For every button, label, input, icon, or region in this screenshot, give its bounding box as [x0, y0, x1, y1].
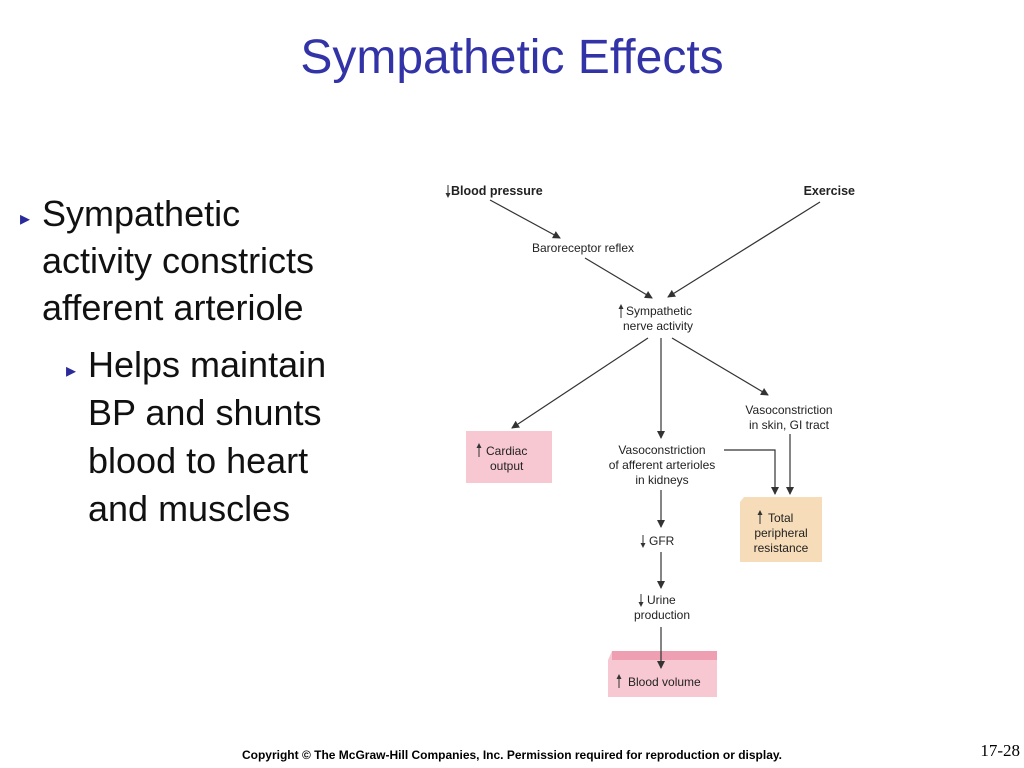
- down-arrow-icon: [445, 185, 451, 198]
- urine-label-2: production: [634, 608, 690, 622]
- vaso-skin-label-2: in skin, GI tract: [749, 418, 830, 432]
- down-arrow-icon: [638, 594, 644, 607]
- sympathetic-nerve-label-1: Sympathetic: [626, 304, 692, 318]
- vaso-kidney-label-2: of afferent arterioles: [609, 458, 716, 472]
- arrow-sympathetic-to-vaso-skin: [671, 337, 769, 396]
- copyright-footer: Copyright © The McGraw-Hill Companies, I…: [241, 748, 783, 762]
- baroreceptor-reflex-label: Baroreceptor reflex: [532, 241, 634, 255]
- blood-volume-label: Blood volume: [628, 675, 701, 689]
- page-number: 17-28: [980, 741, 1020, 760]
- arrow-vaso-kidney-to-tpr: [724, 449, 779, 495]
- cardiac-output-box: [466, 431, 552, 483]
- bullet-sub: ▸ Helps maintain BP and shunts blood to …: [66, 341, 356, 533]
- urine-label-1: Urine: [647, 593, 676, 607]
- bullet-arrow-icon: ▸: [20, 208, 31, 230]
- down-arrow-icon: [640, 535, 646, 548]
- exercise-label: Exercise: [804, 184, 855, 198]
- vaso-kidney-label-3: in kidneys: [635, 473, 688, 487]
- up-arrow-icon: [476, 443, 482, 457]
- tpr-label-1: Total: [768, 511, 793, 525]
- arrow-baroreceptor-to-sympathetic: [584, 257, 653, 299]
- sympathetic-flow-diagram: Blood pressure Exercise Baroreceptor ref…: [445, 184, 855, 697]
- bullet-arrow-icon: ▸: [66, 360, 77, 382]
- arrow-exercise-to-sympathetic: [667, 201, 821, 298]
- bullet-sub-text: Helps maintain BP and shunts blood to he…: [88, 344, 327, 529]
- bullet-main-text: Sympathetic activity constricts afferent…: [42, 193, 315, 328]
- bullet-main: ▸ Sympathetic activity constricts affere…: [20, 190, 360, 331]
- sympathetic-nerve-label-2: nerve activity: [623, 319, 693, 333]
- vaso-skin-label-1: Vasoconstriction: [745, 403, 832, 417]
- cardiac-output-label-2: output: [490, 459, 524, 473]
- blood-pressure-label: Blood pressure: [451, 184, 543, 198]
- cardiac-output-label-1: Cardiac: [486, 444, 527, 458]
- blood-volume-box-top: [612, 651, 717, 660]
- slide-title: Sympathetic Effects: [300, 31, 724, 84]
- tpr-label-3: resistance: [754, 541, 809, 555]
- arrow-sympathetic-to-cardiac: [511, 337, 649, 429]
- vaso-kidney-label-1: Vasoconstriction: [618, 443, 705, 457]
- gfr-label: GFR: [649, 534, 675, 548]
- up-arrow-icon: [618, 304, 624, 318]
- arrow-bp-to-baroreceptor: [489, 199, 561, 239]
- blood-volume-box: [608, 651, 717, 697]
- tpr-label-2: peripheral: [754, 526, 807, 540]
- up-arrow-icon: [757, 510, 763, 524]
- up-arrow-icon: [616, 674, 622, 688]
